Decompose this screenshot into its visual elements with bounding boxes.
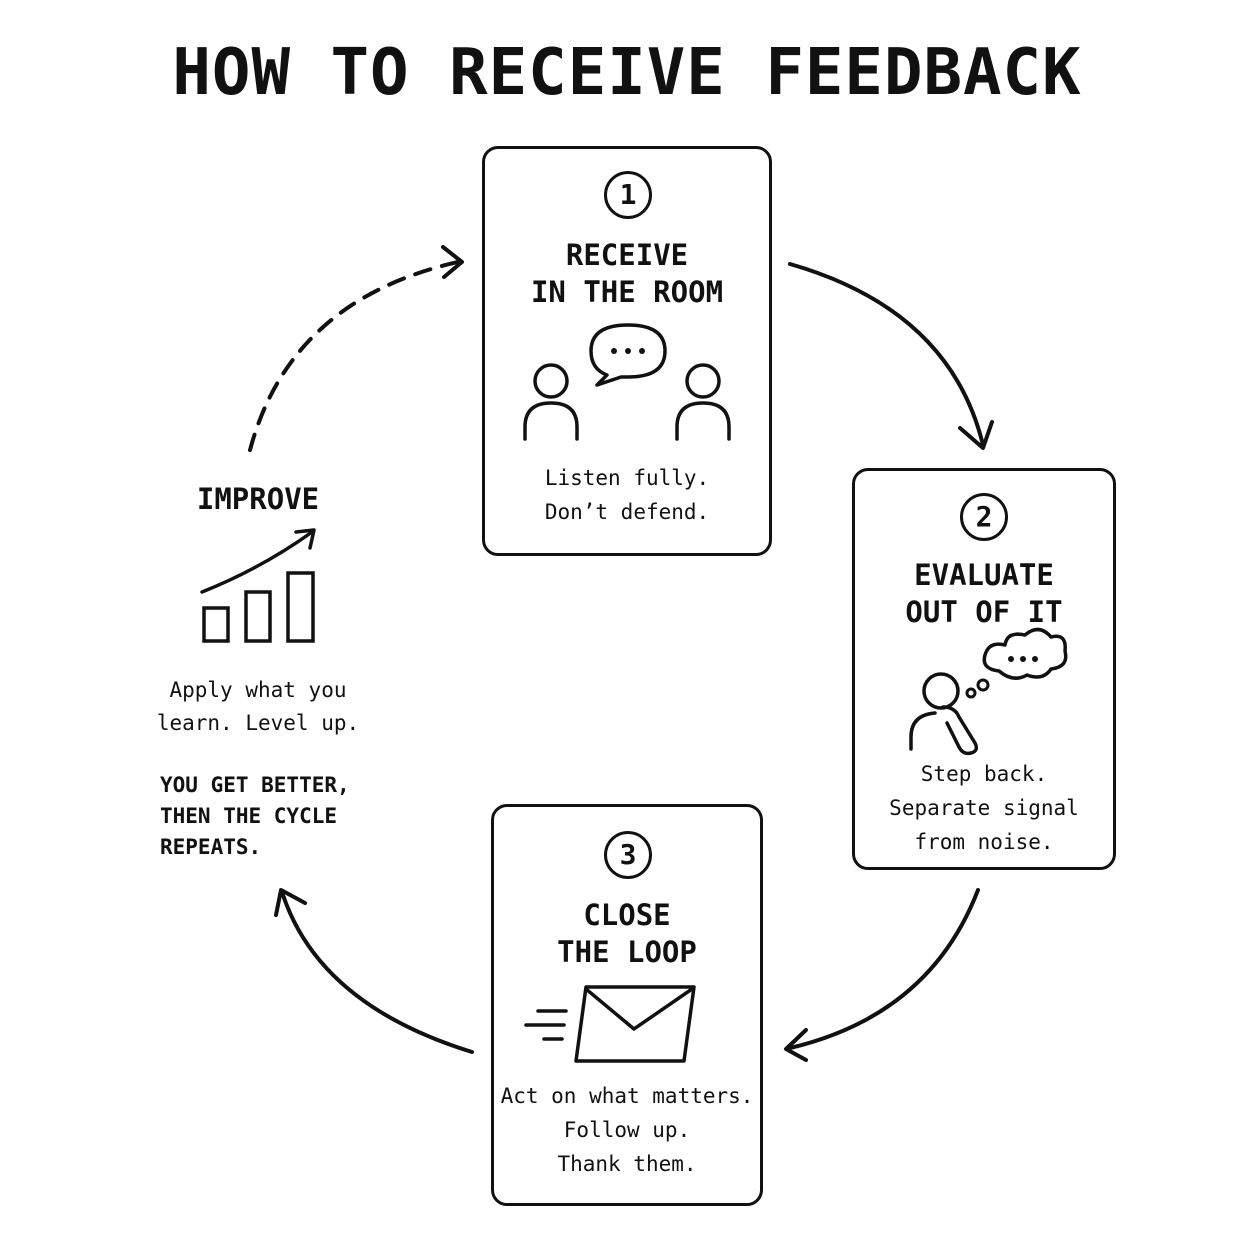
arrow-evaluate-to-close (788, 888, 980, 1050)
step-description-line: Thank them. (557, 1152, 697, 1176)
improve-description: Apply what you learn. Level up. (150, 674, 366, 740)
arrow-close-to-improve (281, 893, 474, 1054)
step-card-receive: 1 RECEIVE IN THE ROOM Listen fully. Don’… (482, 146, 772, 556)
person-thinking-icon (909, 627, 1068, 756)
step-heading-line: IN THE ROOM (530, 275, 724, 309)
step-description-line: from noise. (914, 830, 1054, 854)
cycle-note-line: THEN THE CYCLE (160, 804, 338, 828)
step-heading-line: OUT OF IT (905, 595, 1063, 629)
arrow-receive-to-evaluate-head (958, 420, 994, 450)
arrow-receive-to-evaluate (788, 262, 985, 447)
arrow-improve-to-receive-head (441, 245, 464, 279)
cycle-note: YOU GET BETTER, THEN THE CYCLE REPEATS. (160, 770, 350, 863)
step-number-badge: 3 (604, 831, 652, 879)
step-heading-line: EVALUATE (914, 558, 1054, 592)
envelope-sending-icon (524, 985, 696, 1063)
step-description-line: Separate signal (889, 796, 1079, 820)
step-description-line: Step back. (920, 762, 1048, 786)
improve-heading: IMPROVE (196, 482, 320, 516)
step-description: Act on what matters. Follow up. Thank th… (494, 1079, 760, 1181)
step-description-line: Act on what matters. (500, 1084, 754, 1108)
step-description-line: Don’t defend. (544, 500, 710, 524)
step-heading-line: THE LOOP (557, 935, 697, 969)
step-description-line: Listen fully. (544, 466, 710, 490)
step-heading-line: RECEIVE (565, 238, 689, 272)
step-number-badge: 2 (960, 493, 1008, 541)
step-description-line: Follow up. (563, 1118, 691, 1142)
step-description: Step back. Separate signal from noise. (855, 757, 1113, 859)
step-number-badge: 1 (604, 171, 652, 219)
step-card-evaluate: 2 EVALUATE OUT OF IT Step back. Separate… (852, 468, 1116, 870)
step-card-close-loop: 3 CLOSE THE LOOP Act on what matters. Fo… (491, 804, 763, 1206)
two-people-conversation-icon (523, 323, 731, 441)
cycle-note-line: REPEATS. (160, 835, 262, 859)
step-heading: EVALUATE OUT OF IT (855, 557, 1113, 631)
step-heading-line: CLOSE (583, 898, 671, 932)
step-heading: CLOSE THE LOOP (494, 897, 760, 971)
arrow-close-to-improve-head (274, 888, 307, 917)
arrow-evaluate-to-close-head (784, 1028, 808, 1062)
improve-description-line: learn. Level up. (156, 711, 360, 735)
step-heading: RECEIVE IN THE ROOM (485, 237, 769, 311)
arrow-improve-to-receive-dashed (248, 260, 460, 452)
improve-description-line: Apply what you (169, 678, 347, 702)
diagram-title: HOW TO RECEIVE FEEDBACK (172, 36, 1082, 110)
step-description: Listen fully. Don’t defend. (485, 461, 769, 529)
cycle-note-line: YOU GET BETTER, (160, 773, 350, 797)
